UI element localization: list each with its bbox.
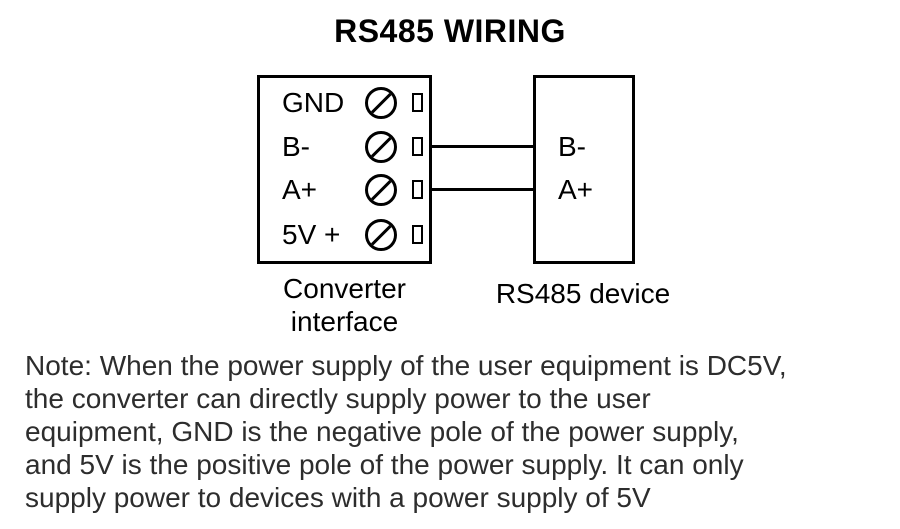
screw-slash: [368, 177, 394, 203]
screw-terminal-icon: [365, 174, 397, 206]
device-caption: RS485 device: [495, 278, 671, 309]
screw-terminal-icon: [365, 219, 397, 251]
screw-slash: [368, 90, 394, 116]
converter-caption: Converter interface: [283, 273, 406, 337]
note-text: Note: When the power supply of the user …: [25, 350, 787, 513]
converter-interface-box: GND B- A+ 5V +: [257, 75, 432, 264]
terminal-slot-icon: [412, 93, 423, 112]
terminal-slot-icon: [412, 225, 423, 244]
terminal-row-b-minus: B-: [260, 131, 429, 163]
screw-terminal-icon: [365, 131, 397, 163]
device-pin-b-minus: B-: [558, 131, 586, 162]
terminal-label-gnd: GND: [282, 87, 345, 118]
screw-slash: [368, 222, 394, 248]
terminal-label-a-plus: A+: [282, 174, 318, 205]
wire-b-minus: [430, 145, 535, 148]
device-pin-a-plus: A+: [558, 174, 594, 205]
terminal-slot-icon: [412, 137, 423, 156]
terminal-label-b-minus: B-: [282, 131, 310, 162]
page-title: RS485 WIRING: [334, 13, 566, 49]
rs485-device-box: B- A+: [533, 75, 635, 264]
wire-a-plus: [430, 188, 535, 191]
terminal-slot-icon: [412, 180, 423, 199]
screw-slash: [368, 134, 394, 160]
terminal-row-a-plus: A+: [260, 174, 429, 206]
screw-terminal-icon: [365, 87, 397, 119]
terminal-row-5v: 5V +: [260, 219, 429, 251]
terminal-row-gnd: GND: [260, 87, 429, 119]
terminal-label-5v: 5V +: [282, 219, 341, 250]
